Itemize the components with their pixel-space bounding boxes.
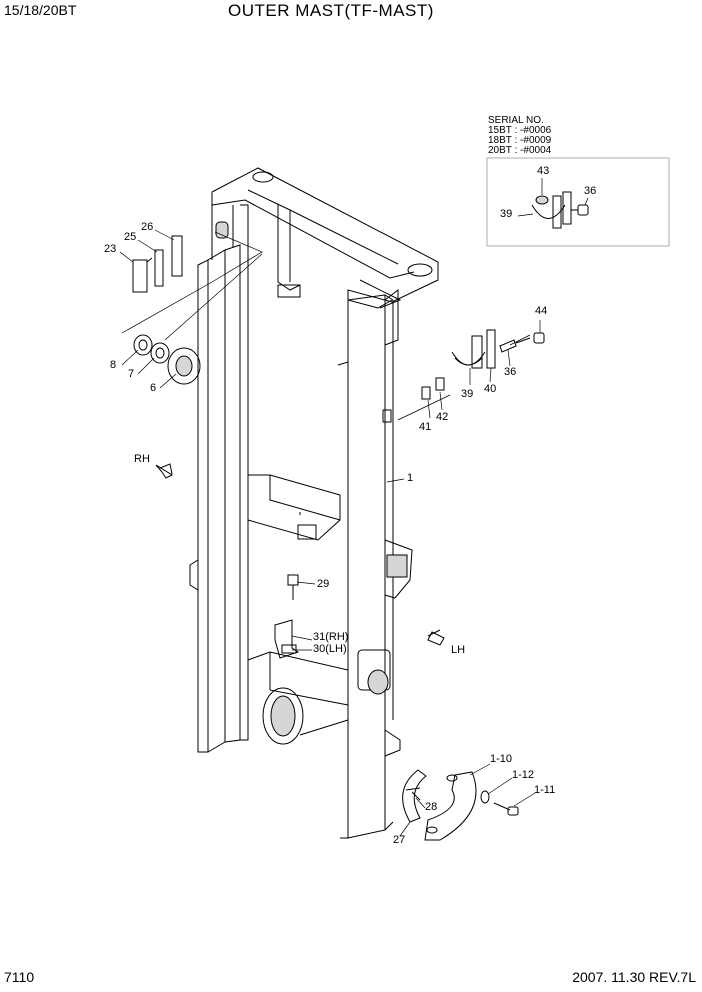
callout-39-inset: 39 [500,208,513,220]
rh-arrow-icon [155,463,174,479]
right-outer-rail [337,294,394,839]
inset-box [486,157,670,247]
callout-25: 25 [124,231,137,243]
mast-bottom-crossmember [247,649,401,757]
callout-1-11: 1-11 [534,784,556,796]
callout-41: 41 [419,421,432,433]
clamp-guide-line [397,334,531,421]
shim-41 [421,386,431,400]
callout-26: 26 [141,221,154,233]
callout-1: 1 [407,472,414,484]
callout-1-10: 1-10 [490,753,513,765]
callout-43: 43 [537,165,550,177]
lh-arrow-icon [427,629,445,646]
bolt-1-11 [493,802,519,816]
serial-note: SERIAL NO. 15BT : -#0006 18BT : -#0009 2… [488,116,551,156]
callout-8: 8 [110,359,117,371]
cap-1-10 [424,771,477,841]
mast-top-crossmember [211,167,439,309]
bracket-30-31 [274,619,300,659]
pin-28 [411,791,421,801]
serial-heading: SERIAL NO. [488,115,544,126]
callout-42: 42 [436,411,449,423]
inset-hose-clamp [531,191,589,229]
exploded-guide-lines [121,231,263,341]
callout-6: 6 [150,382,157,394]
callout-23: 23 [104,243,117,255]
hose-clamp-39 [451,329,545,369]
callout-28: 28 [425,801,438,813]
roller-bearing-6 [133,334,201,385]
callout-40: 40 [484,383,497,395]
page-number: 7110 [4,969,35,985]
bolt-29 [287,574,299,600]
serial-line: 15BT : -#0006 [488,125,552,136]
guide-plate-23 [132,235,183,293]
revision-date: 2007. 11.30 REV.7L [572,969,696,985]
callout-7: 7 [128,368,135,380]
washer-1-12 [480,790,490,804]
plate-small [382,409,392,423]
model-code: 15/18/20BT [4,2,77,18]
callout-36: 36 [504,366,517,378]
stopper-brackets [277,204,399,346]
callout-36-inset: 36 [584,185,597,197]
callout-31: 31(RH) [313,631,349,643]
shim-42 [435,377,445,391]
callout-1-12: 1-12 [512,769,535,781]
bushing-27 [402,769,427,823]
callout-29: 29 [317,578,330,590]
callout-30: 30(LH) [313,643,347,655]
lh-direction-label: LH [451,644,466,656]
leader-lines [119,178,589,837]
serial-line: 18BT : -#0009 [488,135,552,146]
rh-direction-label: RH [134,453,150,465]
callout-44: 44 [535,305,548,317]
callout-39: 39 [461,388,474,400]
left-outer-rail [189,204,249,753]
page-title: OUTER MAST(TF-MAST) [228,1,434,20]
callout-27: 27 [393,834,406,846]
serial-line: 20BT : -#0004 [488,145,552,156]
mast-middle-crossmember [247,474,413,599]
